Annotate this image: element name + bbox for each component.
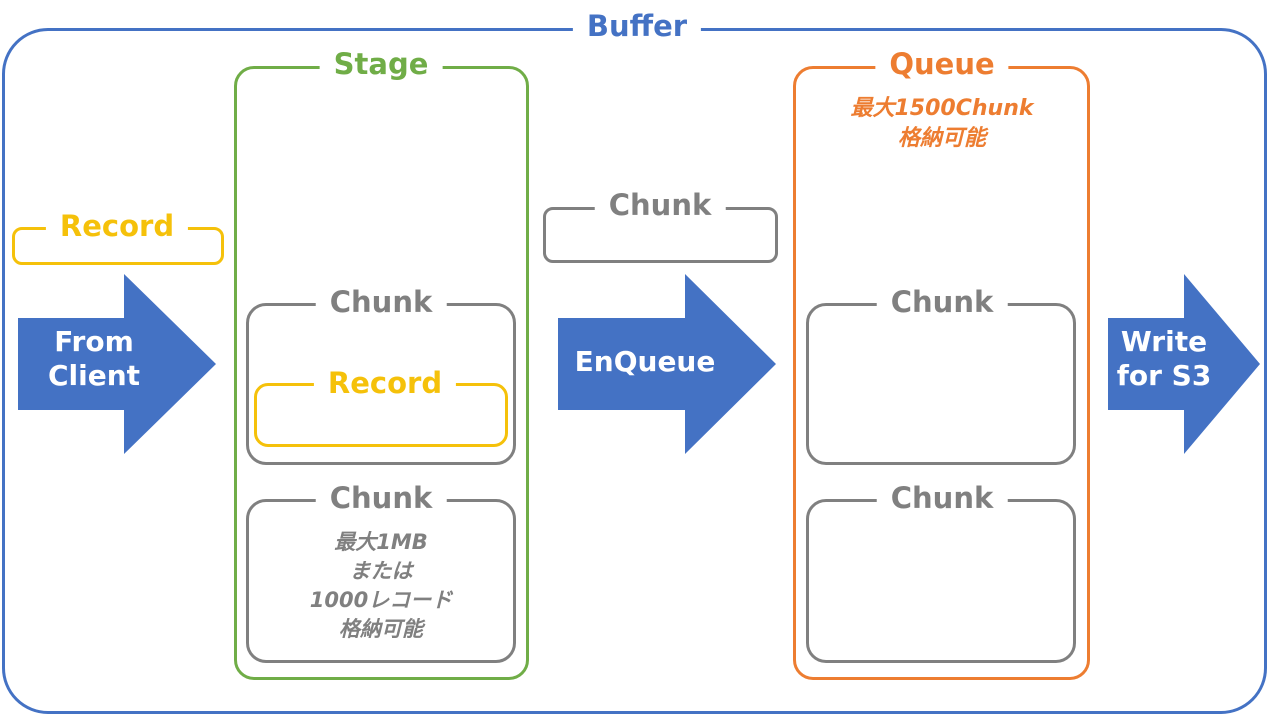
- queue-chunk-bottom-label: Chunk: [876, 484, 1008, 513]
- right-arrow-icon: [558, 274, 776, 454]
- stage-chunk-capacity-note: 最大1MB または 1000レコード 格納可能: [309, 530, 453, 641]
- queue-chunk-top: [806, 303, 1076, 465]
- queue-label: Queue: [875, 50, 1009, 79]
- queue-chunk-bottom: [806, 499, 1076, 663]
- incoming-record-label: Record: [45, 212, 189, 241]
- enqueue-arrow-text: EnQueue: [574, 345, 716, 378]
- stage-label: Stage: [319, 50, 443, 79]
- write-s3-arrow-text: Write for S3: [1116, 325, 1212, 393]
- buffer-label: Buffer: [572, 12, 702, 41]
- from-client-arrow-text: From Client: [47, 325, 141, 393]
- queue-chunk-top-label: Chunk: [876, 288, 1008, 317]
- right-arrow-icon: [1108, 274, 1260, 454]
- queue-capacity-note: 最大1500Chunk 格納可能: [850, 96, 1034, 151]
- record-in-chunk-label: Record: [313, 369, 457, 398]
- right-arrow-icon: [18, 274, 216, 454]
- stage-chunk-bottom-label: Chunk: [315, 484, 447, 513]
- pending-chunk-label: Chunk: [594, 191, 726, 220]
- stage-chunk-top-label: Chunk: [315, 288, 447, 317]
